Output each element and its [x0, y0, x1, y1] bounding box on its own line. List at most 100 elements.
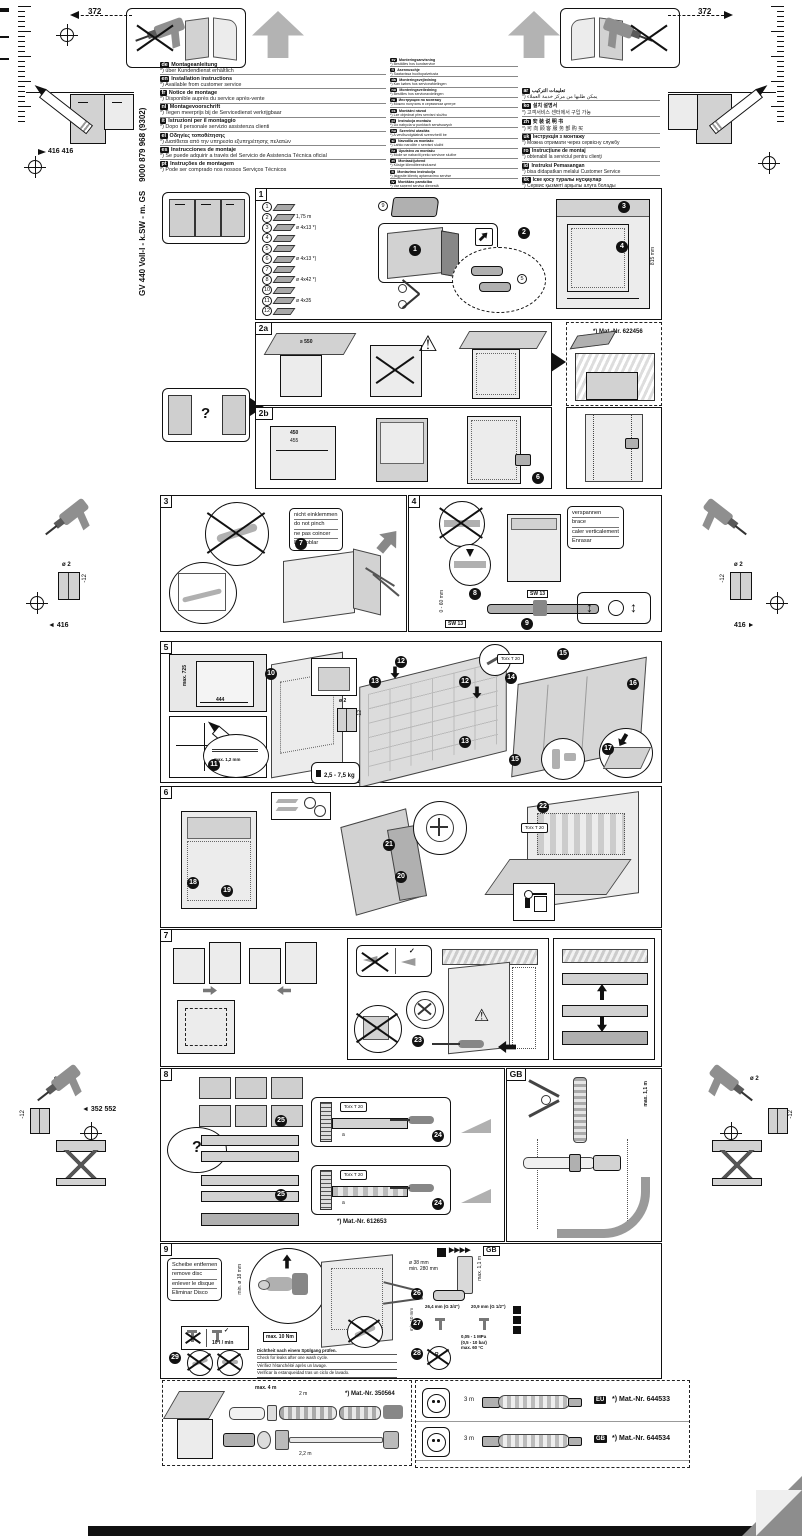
power-cord-row: 3 m GB *) Mat.-Nr. 644534: [416, 1422, 689, 1461]
drill-template: [730, 572, 752, 600]
panel-8-tag: 8: [159, 1067, 173, 1081]
part-icon: [272, 214, 296, 222]
print-mark: [0, 8, 9, 12]
mat-number: *) Mat.-Nr. 644534: [612, 1435, 670, 1442]
language-title: تعليمات التركيب: [531, 87, 566, 94]
language-code-badge: pl: [390, 118, 397, 123]
part-number-circle: 5: [262, 243, 272, 254]
screw-crosshair: [26, 592, 48, 614]
screw-head-detail: [406, 991, 444, 1029]
language-note: *) Küsige klienditeenindusest: [390, 163, 437, 168]
leak-check-note: Dichtheit nach einem Spülgang prüfen. Ch…: [257, 1348, 397, 1378]
panel-2b-tag: 2b: [254, 406, 273, 420]
drill-template-mini: ø 2 -12: [335, 698, 365, 744]
language-title: Инструкция по монтажу: [398, 98, 442, 103]
check-icon: ✓: [409, 948, 415, 955]
language-note: *) bisa didapatkan melalui Customer Serv…: [522, 168, 621, 175]
optional-bracket-box: *) Mat.-Nr. 622456: [566, 322, 662, 406]
parts-list-row: 4: [262, 233, 380, 244]
unit-sketch: [366, 414, 446, 484]
language-note: *) Можна отримати через сервісну службу: [522, 140, 620, 147]
language-note: *) يمكن طلبها من مركز خدمة العملاء: [522, 93, 598, 100]
language-title: Monteringsvejledning: [399, 77, 437, 82]
language-note: *) Kan købes hos serviceafdelingen: [390, 81, 447, 86]
note-de: Scheibe entfernen: [172, 1261, 218, 1271]
language-code-badge: lv: [390, 179, 396, 184]
language-note: *) Можно получить в сервисном центре: [390, 102, 456, 107]
min-diameter: min. ø 18 mm: [237, 1264, 243, 1295]
note-fr: enlever le disque: [172, 1280, 218, 1290]
adjust-range: 0 - 60 mm: [439, 590, 445, 613]
cabinet-dashed-front: [175, 998, 253, 1058]
part-icon: [272, 276, 296, 284]
language-code-badge: fi: [390, 67, 396, 72]
parts-list-row: 8 ø 4x42 *): [262, 274, 380, 285]
dispose-icon-box: [513, 883, 555, 921]
note-de: verspannen: [572, 509, 619, 519]
updown-icon: ↕: [630, 599, 637, 615]
region-badge: GB: [594, 1435, 607, 1443]
drill-depth: -12: [788, 1110, 794, 1119]
mat-number: *) Mat.-Nr. 612653: [337, 1219, 387, 1225]
clamp-detail-circle: 5: [452, 247, 546, 313]
panel-5-tag: 5: [159, 640, 173, 654]
panel-gb-tag: GB: [505, 1067, 527, 1081]
front-width: 444: [216, 697, 225, 703]
dishwasher-iso: [556, 199, 650, 309]
screwdriver-icon: [432, 1037, 488, 1051]
cover-part: 9: [378, 197, 440, 219]
brace-note-box: verspannen brace caler verticalement Enr…: [567, 506, 624, 549]
language-note: *) Može se nabaviti preko servisne služb…: [390, 153, 457, 158]
torx-label: Torx T 20: [521, 823, 548, 833]
cord-length: 3 m: [464, 1436, 475, 1442]
panel-9-tag: 9: [159, 1242, 173, 1256]
drain-hose-dims: ø 38 mm min. 280 mm: [409, 1260, 438, 1273]
note-en: brace: [572, 518, 619, 528]
niche-depth: ≥ 550: [300, 339, 313, 345]
drill-diameter: ø 2: [339, 698, 347, 704]
panel-3-tag: 3: [159, 494, 173, 508]
drill-diameter: ø 2: [734, 562, 743, 568]
gb-ref-label: GB: [483, 1246, 500, 1257]
power-cord-box: 3 m EU *) Mat.-Nr. 644533 3 m GB *) Mat.…: [415, 1380, 690, 1468]
language-note: *) obtenabil la serviciul pentru clienţi: [522, 154, 602, 161]
drill-depth: -12: [357, 710, 363, 718]
pliers-icon: [525, 1079, 565, 1119]
language-title: Istruzioni per il montaggio: [168, 118, 236, 125]
country-badge: [513, 1316, 521, 1324]
cabinet-sketch: [458, 331, 548, 399]
print-mark: [0, 36, 9, 38]
niche-width-alt: 455: [290, 438, 299, 444]
dispose-icon: [522, 888, 547, 916]
parts-list: 1 2 1,75 m 3 ø 4x13 *) 4 5 6 ø 4x13 *) 7…: [262, 202, 380, 317]
language-note: *) Se puede adquirir a través del Servic…: [160, 152, 327, 159]
bracket-shape: [569, 330, 617, 350]
crossed-out-mark: [133, 15, 177, 61]
dim-line: [668, 15, 724, 16]
drill-kit-left-low: ø 2 -12 ◄ 352 552: [20, 1063, 140, 1188]
strip-stack-sketch: [201, 1135, 301, 1227]
no-drill-box-left: [126, 8, 246, 68]
language-title: Montážní návod: [399, 108, 427, 113]
scissors-icon: [396, 279, 426, 310]
crossed-out-mark: [627, 15, 671, 61]
region-badge: EU: [594, 1396, 607, 1404]
part-number-circle: 2: [262, 212, 272, 223]
leak-de: Dichtheit nach einem Spülgang prüfen.: [257, 1348, 397, 1356]
unit-side-sketch: [279, 548, 400, 624]
drill-kit-left-mid: ø 2 -12 ◄ 416: [24, 497, 124, 635]
drill-diameter: ø 2: [62, 562, 71, 568]
dim-372-right: 372: [698, 7, 712, 16]
panel-7-tag: 7: [159, 928, 173, 942]
part-number-circle: 12: [262, 306, 272, 317]
part-icon: [272, 307, 296, 315]
screw-strip-box-1: Torx T 20 a 24: [311, 1097, 451, 1147]
torx-label: Torx T 20: [340, 1170, 367, 1180]
niche-width: 450: [290, 430, 299, 436]
